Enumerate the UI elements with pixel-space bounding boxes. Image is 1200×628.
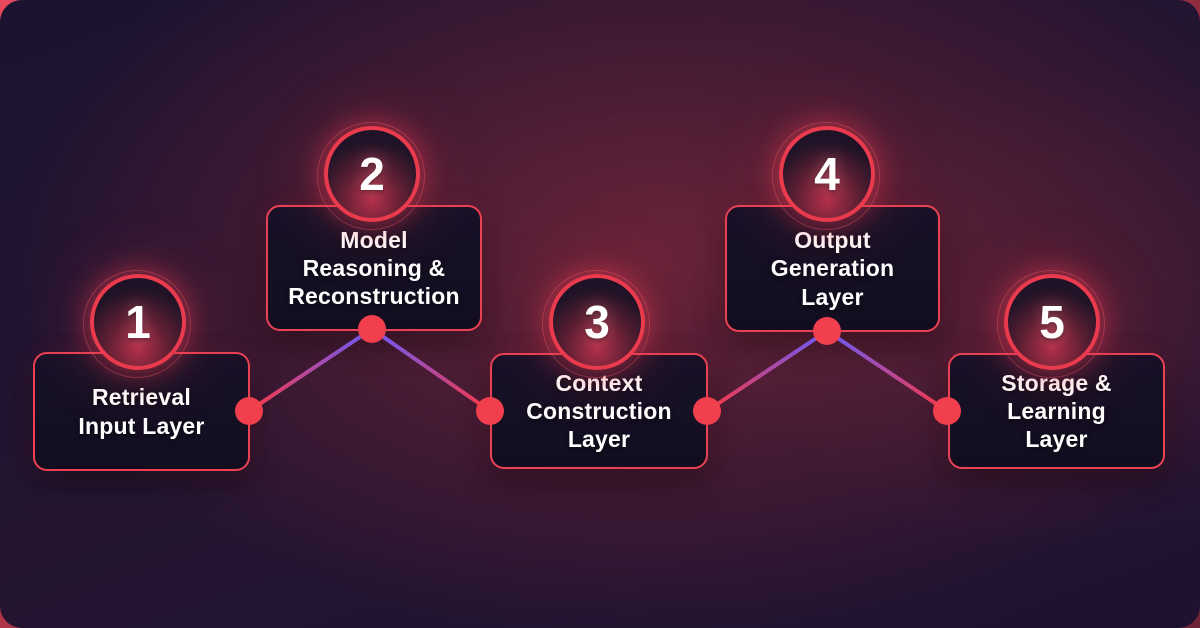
step-box-3: Context Construction Layer	[490, 353, 708, 469]
step-number-badge-1: 1	[90, 274, 186, 370]
step-number-badge-2: 2	[324, 126, 420, 222]
connector-line-2-3	[370, 327, 492, 413]
step-box-4: Output Generation Layer	[725, 205, 940, 332]
step-number-2: 2	[359, 148, 385, 200]
step-box-2: Model Reasoning & Reconstruction	[266, 205, 482, 331]
step-number-badge-3: 3	[549, 274, 645, 370]
step-label-2: Model Reasoning & Reconstruction	[288, 226, 460, 310]
connector-line-4-5	[825, 329, 949, 413]
step-number-3: 3	[584, 296, 610, 348]
step-number-4: 4	[814, 148, 840, 200]
step-box-5: Storage & Learning Layer	[948, 353, 1165, 469]
step-number-badge-4: 4	[779, 126, 875, 222]
step-label-4: Output Generation Layer	[770, 227, 895, 310]
step-number-1: 1	[125, 296, 151, 348]
step-label-5: Storage & Learning Layer	[1001, 369, 1112, 453]
step-label-3: Context Construction Layer	[526, 369, 672, 453]
connector-line-3-4	[705, 329, 829, 413]
connector-line-1-2	[247, 327, 374, 413]
step-number-badge-5: 5	[1004, 274, 1100, 370]
step-number-5: 5	[1039, 296, 1065, 348]
step-label-1: Retrieval Input Layer	[78, 384, 205, 439]
